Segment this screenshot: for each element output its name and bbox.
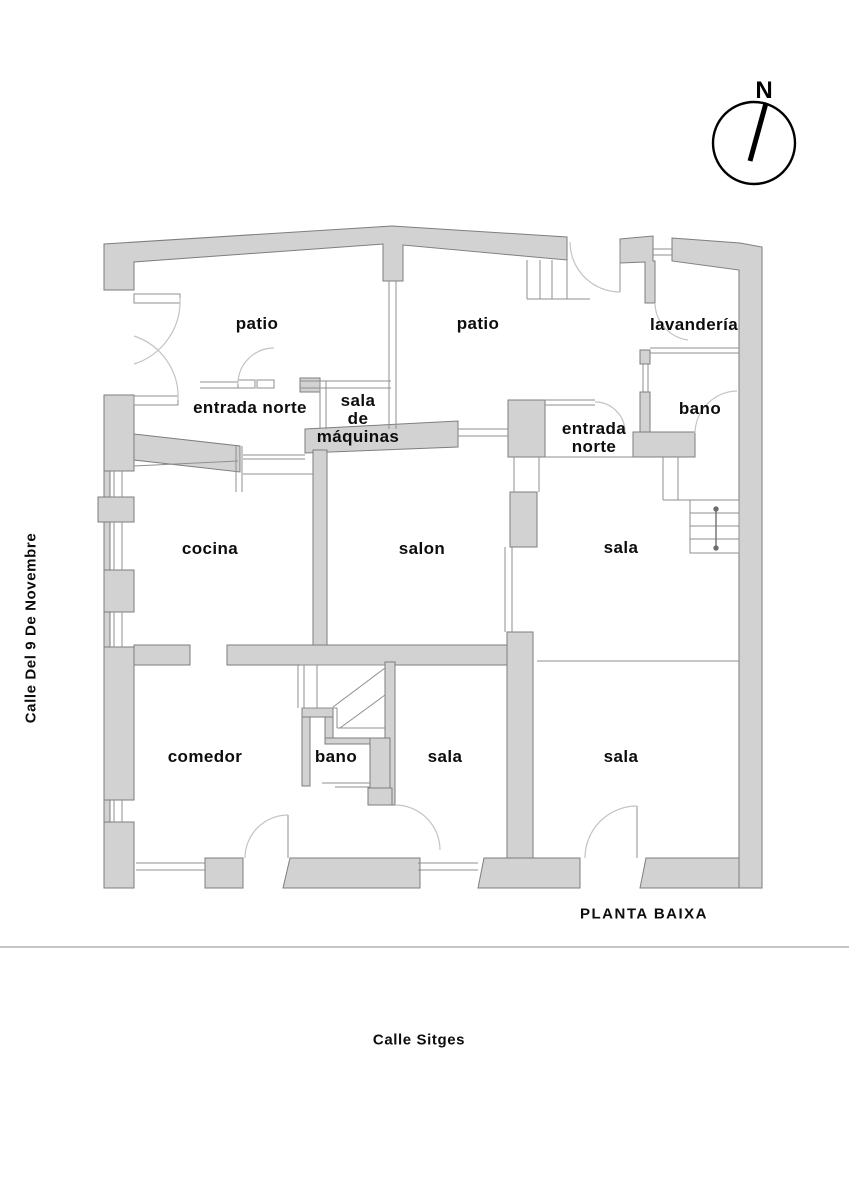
compass-icon: [711, 100, 797, 186]
page-divider-line: [0, 946, 849, 948]
room-label-cocina: cocina: [181, 539, 239, 558]
room-label-sala-bottom-right: sala: [603, 747, 639, 766]
street-label-left: Calle Del 9 De Novembre: [22, 532, 40, 724]
street-label-bottom: Calle Sitges: [372, 1031, 466, 1049]
room-label-salon: salon: [398, 539, 446, 558]
compass-north-label: N: [755, 77, 773, 104]
room-label-bano-top-right: bano: [678, 399, 722, 418]
room-label-sala-bottom-mid: sala: [427, 747, 463, 766]
room-label-bano-bottom: bano: [314, 747, 358, 766]
room-label-comedor: comedor: [167, 747, 243, 766]
room-label-sala-de-maquinas: sala de máquinas: [316, 391, 400, 446]
room-label-entrada-norte-right: entrada norte: [561, 419, 627, 456]
walls: [97, 225, 763, 889]
room-label-patio-left: patio: [235, 314, 279, 333]
door-arcs: [133, 241, 738, 859]
plan-title: PLANTA BAIXA: [580, 905, 708, 923]
room-label-entrada-norte-left: entrada norte: [193, 398, 307, 417]
stairs-direction-arrow: [713, 506, 719, 551]
room-label-patio-right: patio: [456, 314, 500, 333]
partitions: [113, 244, 740, 871]
room-label-sala-mid-right: sala: [603, 538, 639, 557]
room-label-lavanderia: lavandería: [649, 315, 739, 334]
